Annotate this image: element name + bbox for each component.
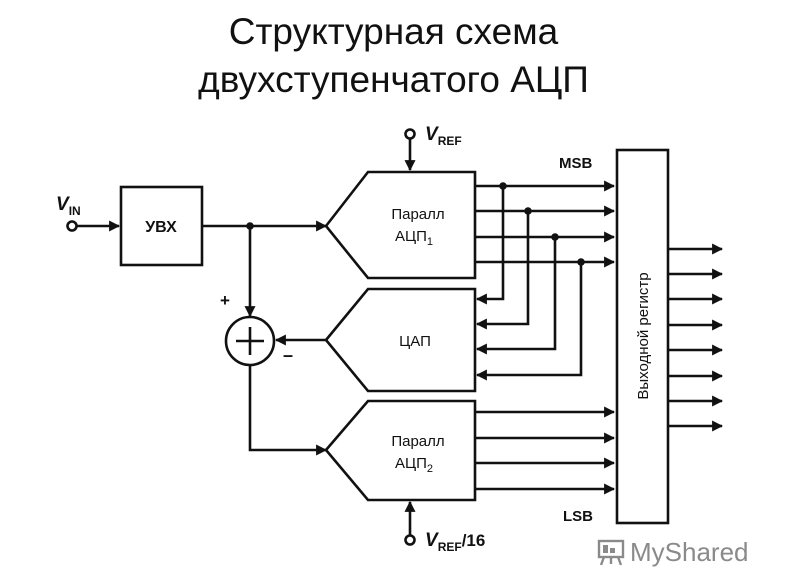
title-line-1: Структурная схема [228, 11, 559, 52]
junction-dot [577, 258, 585, 266]
adc2-label-line2: АЦП2 [395, 455, 433, 475]
summer-minus-label: – [283, 345, 293, 365]
wire-feedback-3 [475, 237, 557, 355]
title-line-2: двухступенчатого АЦП [198, 59, 589, 100]
lsb-label: LSB [563, 508, 593, 525]
adc2-block [324, 399, 477, 502]
vref-bottom-label: VREF/16 [425, 530, 485, 554]
junction-dot [499, 182, 507, 190]
junction-dot [524, 207, 532, 215]
junction-dot [551, 233, 559, 241]
dac-label: ЦАП [399, 333, 431, 350]
vref-top-label: VREF [425, 124, 462, 148]
adc1-label-line1: Паралл [391, 206, 444, 223]
adc1-label-line2: АЦП1 [395, 228, 433, 248]
vref-bottom-terminal [404, 534, 416, 546]
output-register-block [615, 148, 670, 525]
page-title: Структурная схема двухступенчатого АЦП [0, 8, 787, 104]
msb-label: MSB [559, 155, 593, 172]
vref-top-terminal [404, 128, 416, 140]
watermark: MyShared [596, 534, 749, 570]
dac-block [324, 287, 477, 393]
summer-plus-label: + [220, 291, 230, 310]
sample-hold-label: УВХ [145, 219, 177, 236]
adc1-block [324, 170, 477, 280]
watermark-text: MyShared [630, 536, 749, 567]
wire-summer-to-adc2 [248, 365, 328, 456]
presentation-board-icon [597, 539, 625, 566]
junction-dot [246, 222, 254, 230]
input-terminal [66, 220, 78, 232]
input-label: VIN [56, 194, 81, 218]
output-register-label: Выходной регистр [635, 272, 652, 399]
wire-feedback-2 [475, 211, 530, 330]
wire-feedback-4 [475, 262, 583, 381]
wire-feedback-1 [475, 186, 505, 305]
adc2-label-line1: Паралл [391, 433, 444, 450]
